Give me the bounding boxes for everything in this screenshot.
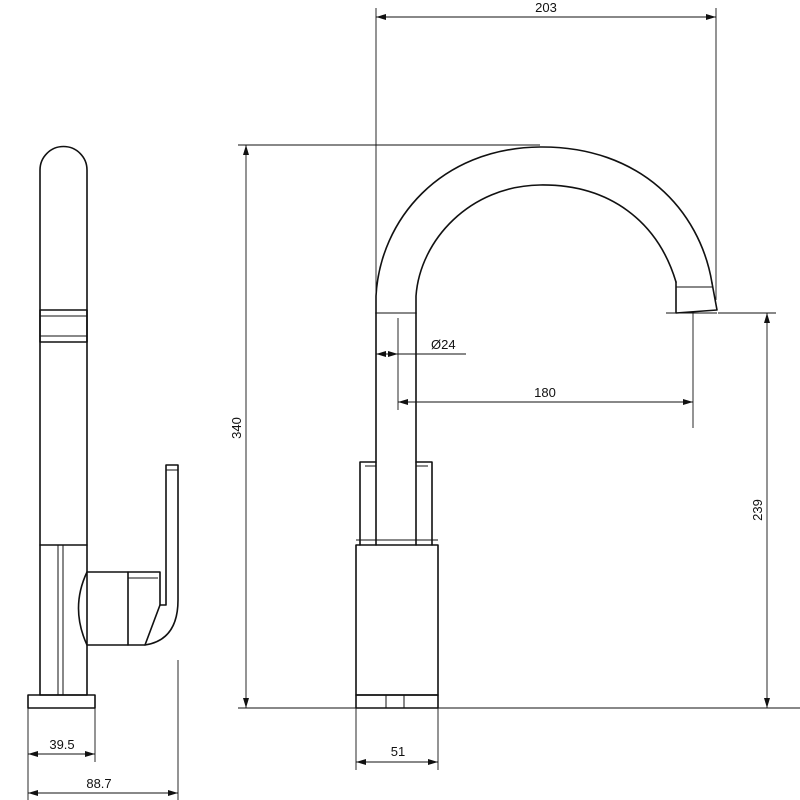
dimension-label-spout-diameter: Ø24 (431, 337, 456, 352)
front-view-gooseneck-inner (415, 184, 677, 314)
side-view-spout-tube (39, 145, 88, 546)
front-view-lever-handle (359, 461, 433, 546)
dimension-label-base-width: 51 (391, 744, 405, 759)
side-view-base-plate (27, 694, 96, 709)
dimension-label-side-base-depth: 39.5 (49, 737, 74, 752)
dimension-label-total-height: 340 (229, 417, 244, 439)
front-view-spout-tip (675, 281, 718, 314)
side-view (27, 145, 179, 709)
side-view-ring-band (39, 309, 88, 343)
dimension-spout-projection: 180 (398, 313, 694, 428)
dimension-spout-outlet-height: 239 (718, 312, 776, 708)
dimension-overall-reach: 203 (375, 0, 717, 300)
dimension-spout-diameter: Ø24 (376, 318, 466, 410)
dimension-label-overall-reach: 203 (535, 0, 557, 15)
side-view-lever-handle (144, 464, 179, 646)
front-view-spout-tube (375, 312, 417, 546)
dimension-total-height: 340 (229, 144, 800, 709)
front-view-base-plate (355, 694, 439, 709)
dimension-side-overall-depth: 88.7 (28, 660, 179, 800)
dimension-label-spout-projection: 180 (534, 385, 556, 400)
front-view (355, 146, 718, 709)
side-view-lever-connector (77, 571, 129, 646)
dimension-label-side-overall-depth: 88.7 (86, 776, 111, 791)
dimension-side-base-depth: 39.5 (27, 708, 96, 800)
front-view-body (355, 544, 439, 696)
dimension-label-spout-outlet-height: 239 (750, 499, 765, 521)
dimension-base-width: 51 (355, 708, 439, 770)
front-view-gooseneck-outer (375, 146, 713, 314)
